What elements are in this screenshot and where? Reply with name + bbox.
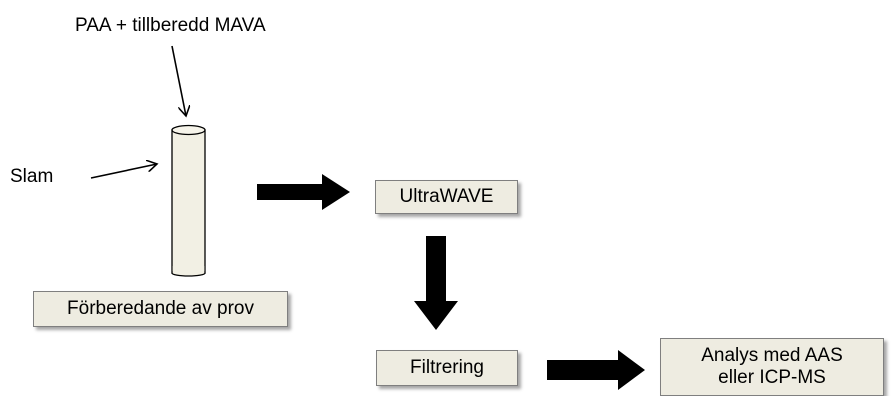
filtration-box: Filtrering — [376, 350, 518, 386]
sludge-label: Slam — [10, 166, 54, 187]
analysis-label-line1: Analys med AAS — [701, 345, 843, 367]
reagent-arrow — [171, 45, 186, 116]
filtration-label: Filtrering — [410, 357, 484, 379]
sample-tube-icon — [171, 124, 206, 277]
analysis-box: Analys med AAS eller ICP-MS — [660, 338, 884, 396]
block-arrow-right-2 — [547, 350, 645, 390]
block-arrow-down — [414, 236, 458, 330]
reagent-label: PAA + tillberedd MAVA — [75, 15, 266, 36]
sludge-arrow — [90, 164, 157, 179]
preparation-box: Förberedande av prov — [33, 291, 288, 327]
ultrawave-box: UltraWAVE — [375, 180, 518, 214]
preparation-label: Förberedande av prov — [67, 298, 254, 320]
analysis-label-line2: eller ICP-MS — [718, 367, 826, 388]
ultrawave-label: UltraWAVE — [399, 186, 494, 208]
block-arrow-right-1 — [257, 174, 350, 210]
